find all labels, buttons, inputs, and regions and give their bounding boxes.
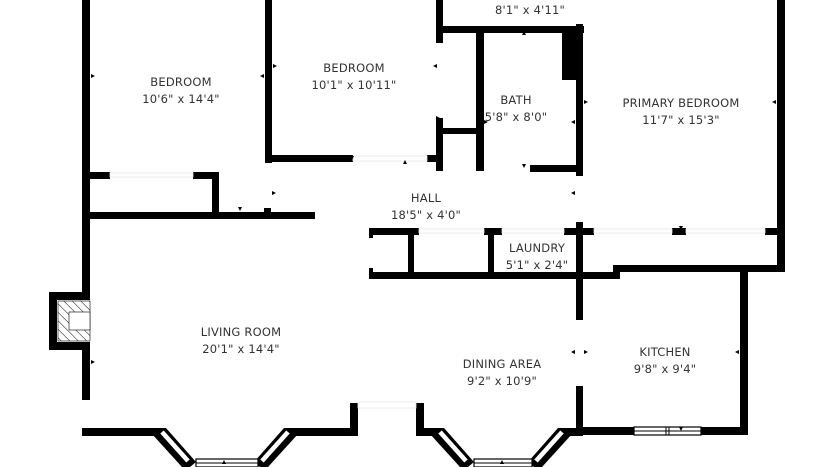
room-name: BEDROOM [150,75,212,89]
room-label-closet-top: 8'1" x 4'11" [495,2,565,19]
room-dimensions: 9'8" x 9'4" [633,362,697,376]
dimension-markers [91,26,776,464]
room-name: LIVING ROOM [200,325,282,339]
room-dimensions: 20'1" x 14'4" [202,342,280,356]
room-name: HALL [410,191,442,205]
room-name: DINING AREA [462,357,542,371]
kitchen-window [633,426,702,436]
room-label-bedroom-1: BEDROOM 10'6" x 14'4" [142,74,220,108]
room-dimensions: 18'5" x 4'0" [390,208,462,222]
bay-window-living [152,428,298,467]
room-dimensions: 5'8" x 8'0" [484,110,548,124]
room-name: LAUNDRY [508,241,566,255]
room-label-bath: BATH 5'8" x 8'0" [485,92,548,126]
room-dimensions: 9'2" x 10'9" [466,374,538,388]
room-label-hall: HALL 18'5" x 4'0" [391,190,461,224]
room-label-laundry: LAUNDRY 5'1" x 2'4" [506,240,569,274]
door-openings [109,155,766,409]
room-label-living-room: LIVING ROOM 20'1" x 14'4" [201,324,281,358]
room-dimensions: 8'1" x 4'11" [494,3,566,17]
room-label-kitchen: KITCHEN 9'8" x 9'4" [634,344,697,378]
room-name: PRIMARY BEDROOM [622,96,740,110]
fireplace [49,292,91,350]
room-dimensions: 10'1" x 10'11" [311,78,397,92]
room-name: KITCHEN [639,345,691,359]
walls [82,0,785,436]
room-dimensions: 5'1" x 2'4" [505,258,569,272]
room-label-bedroom-2: BEDROOM 10'1" x 10'11" [311,60,396,94]
room-dimensions: 10'6" x 14'4" [142,92,220,106]
room-label-primary-bedroom: PRIMARY BEDROOM 11'7" x 15'3" [622,95,739,129]
room-name: BEDROOM [323,61,385,75]
room-name: BATH [500,93,532,107]
bay-window-dining [430,428,572,467]
room-dimensions: 11'7" x 15'3" [642,113,720,127]
room-label-dining-area: DINING AREA 9'2" x 10'9" [463,356,542,390]
